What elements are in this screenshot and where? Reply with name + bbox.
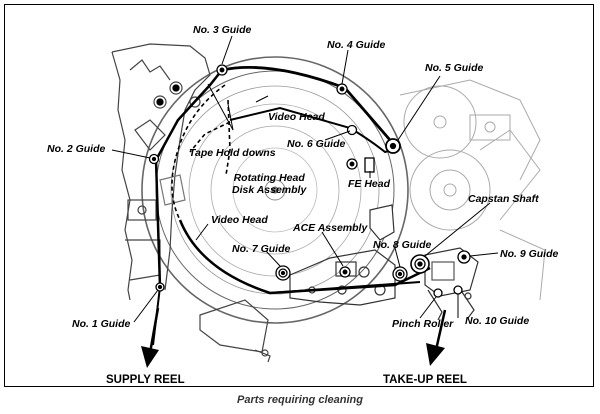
label-guide-7: No. 7 Guide (232, 243, 291, 255)
pinch-roller (433, 288, 443, 298)
label-fe-head: FE Head (348, 178, 391, 190)
label-guide-3: No. 3 Guide (193, 24, 252, 36)
figure-caption: Parts requiring cleaning (237, 394, 363, 406)
leader-lines (111, 35, 499, 323)
label-guide-6: No. 6 Guide (287, 138, 346, 150)
label-ace-assembly: ACE Assembly (293, 222, 368, 234)
left-chassis (111, 43, 211, 301)
guide-10-roller (453, 285, 463, 295)
capstan-region (424, 247, 479, 321)
label-tape-hold-downs: Tape Hold downs (189, 147, 276, 159)
label-guide-9: No. 9 Guide (500, 248, 559, 260)
label-video-head-top: Video Head (268, 111, 325, 123)
guide-3-roller (216, 64, 228, 76)
guide-9-roller (457, 250, 471, 264)
label-rotating-head-disk: Rotating Head Disk Assembly (232, 172, 306, 196)
label-takeup-reel: TAKE-UP REEL (383, 374, 467, 386)
guide-4-roller (336, 83, 348, 95)
background-mechanism (399, 79, 546, 301)
label-guide-8: No. 8 Guide (373, 239, 432, 251)
ace-assembly-mechanism (289, 204, 396, 306)
disk-small-roller (346, 158, 358, 170)
label-rotating-line1: Rotating Head (233, 172, 305, 184)
label-guide-4: No. 4 Guide (327, 39, 386, 51)
capstan-shaft-roller (410, 254, 430, 274)
guide-7-roller (275, 265, 291, 281)
guide-5-roller (385, 138, 401, 154)
label-video-head-bottom: Video Head (211, 214, 268, 226)
bottom-bracket (199, 299, 271, 363)
guide-2-roller (148, 153, 160, 165)
supply-reel-arrow (141, 307, 160, 368)
label-guide-1: No. 1 Guide (72, 318, 131, 330)
guide-1-roller (155, 282, 165, 292)
label-supply-reel: SUPPLY REEL (106, 374, 185, 386)
takeup-reel-arrow (426, 309, 447, 366)
label-capstan-shaft: Capstan Shaft (468, 193, 539, 205)
diagram-frame (4, 4, 594, 387)
label-guide-2: No. 2 Guide (47, 143, 106, 155)
label-pinch-roller: Pinch Roller (392, 318, 454, 330)
label-guide-10: No. 10 Guide (465, 315, 530, 327)
ace-roller (339, 266, 351, 278)
label-rotating-line2: Disk Assembly (232, 184, 307, 196)
guide-8-roller (392, 266, 408, 282)
label-guide-5: No. 5 Guide (425, 62, 484, 74)
fe-head-block (364, 157, 375, 173)
guide-6-roller (346, 124, 358, 136)
top-left-rollers (156, 84, 180, 106)
